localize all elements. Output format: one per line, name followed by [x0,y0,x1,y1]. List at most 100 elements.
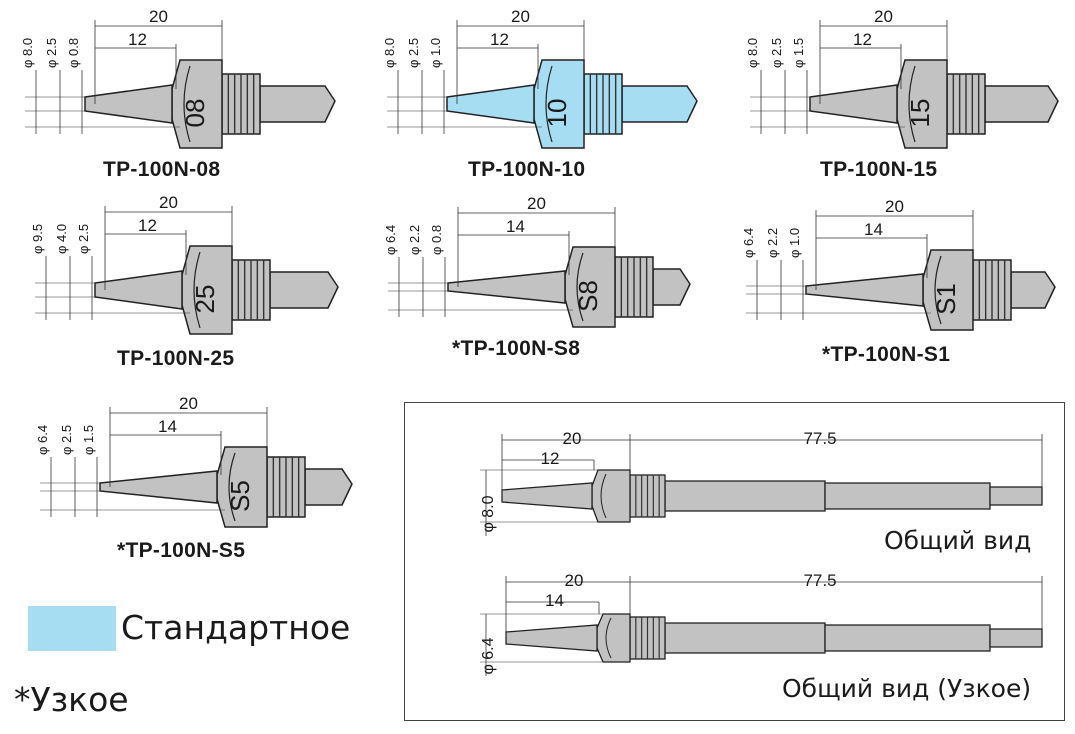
diameter-label: φ 2.5 [406,38,421,68]
tip-model-label: TP-100N-15 [820,158,938,181]
nozzle-shaft [269,271,339,309]
dimension-label-tip: 20 [563,429,582,448]
diameter-label: φ 1.0 [787,228,802,258]
overview-shaft [989,486,1043,506]
overview-diameter-label: φ 6.4 [480,637,497,674]
overview-taper [501,482,593,510]
dimension-label-taper: 12 [490,30,509,49]
tip-number-stamp: S5 [225,480,255,512]
dimension-label-overall: 20 [885,197,904,216]
overview-caption: Общий вид [884,526,1032,555]
diameter-label: φ 1.5 [81,425,96,455]
dimension-label-taper: 12 [541,449,560,468]
taper-cone [94,270,183,310]
dimension-label-overall: 20 [527,194,546,213]
dimension-label-body: 77.5 [803,571,836,590]
tip-number-stamp: S8 [573,280,603,312]
collar-stamp-arc [545,65,553,143]
overview-drawing: 20 77.5 12 φ 8.0 [480,429,1043,536]
overview-panel [404,402,1065,721]
diameter-label: φ 2.5 [76,224,91,254]
collar-stamp-arc [576,252,584,322]
tip-model-label: TP-100N-10 [468,158,586,181]
tip-number-stamp: 25 [190,285,220,314]
collar-stamp-arc [908,65,916,143]
diameter-label: φ 2.2 [765,228,780,258]
dimension-label-taper: 14 [545,591,564,610]
diameter-label: φ 6.4 [741,228,756,258]
collar-stamp-arc [193,251,201,329]
dimension-label-overall: 20 [874,7,893,26]
narrow-legend-label: *Узкое [14,680,129,719]
tip-model-label: *TP-100N-S8 [452,337,581,360]
dimension-label-taper: 14 [506,217,525,236]
diameter-label: φ 9.5 [30,224,45,254]
collar-stamp-arc [183,65,191,143]
overview-caption: Общий вид (Узкое) [782,674,1032,703]
dimension-label-overall: 20 [159,193,178,212]
overview-drawing: 20 77.5 14 φ 6.4 [480,571,1043,676]
dimension-label-taper: 12 [128,30,147,49]
standard-legend-swatch [28,606,116,651]
taper-cone [805,273,924,307]
nozzle-shaft [652,268,691,306]
diameter-label: φ 2.5 [44,38,59,68]
dimension-label-taper: 14 [864,220,883,239]
diameter-label: φ 4.0 [54,224,69,254]
nozzle-shaft [304,468,353,506]
dimension-label-body: 77.5 [803,429,836,448]
nozzle-shaft [1010,271,1056,309]
tip-model-label: TP-100N-25 [117,347,235,370]
tip-model-label: TP-100N-08 [103,158,221,181]
tip-number-stamp: 10 [542,99,572,128]
collar-stamp-arc [228,452,236,522]
taper-cone [447,270,566,304]
nozzle-shaft [984,85,1059,123]
nozzle-shaft [621,85,698,123]
diameter-label: φ 1.0 [428,38,443,68]
diameter-label: φ 6.4 [35,425,50,455]
nozzle-shaft [259,85,336,123]
overview-shaft [824,624,991,652]
taper-cone [809,84,898,124]
overview-shaft [824,482,991,510]
tip-model-label: *TP-100N-S1 [822,343,951,366]
dimension-label-taper: 14 [158,417,177,436]
diameter-label: φ 6.4 [383,225,398,255]
diameter-label: φ 8.0 [382,38,397,68]
taper-cone [99,470,218,504]
dimension-label-overall: 20 [179,394,198,413]
diameter-label: φ 0.8 [66,38,81,68]
diameter-label: φ 1.5 [791,38,806,68]
tip-number-stamp: 15 [905,99,935,128]
diameter-label: φ 8.0 [20,38,35,68]
diameter-label: φ 8.0 [745,38,760,68]
dimension-label-taper: 12 [853,30,872,49]
taper-cone [84,84,173,124]
dimension-label-overall: 20 [149,7,168,26]
tip-number-stamp: S1 [931,283,961,315]
collar-stamp-arc [934,255,942,325]
diameter-label: φ 2.2 [407,225,422,255]
dimension-label-tip: 20 [565,571,584,590]
overview-taper [505,624,598,652]
dimension-label-overall: 20 [511,7,530,26]
overview-diameter-label: φ 8.0 [480,495,497,532]
tip-number-stamp: 08 [180,99,210,128]
overview-shaft [664,480,826,512]
collar-stamp-arc [605,617,612,659]
diameter-label: φ 2.5 [59,425,74,455]
overview-shaft [664,622,826,654]
collar-stamp-arc [600,473,607,519]
taper-cone [446,84,535,124]
overview-shaft [989,628,1043,648]
